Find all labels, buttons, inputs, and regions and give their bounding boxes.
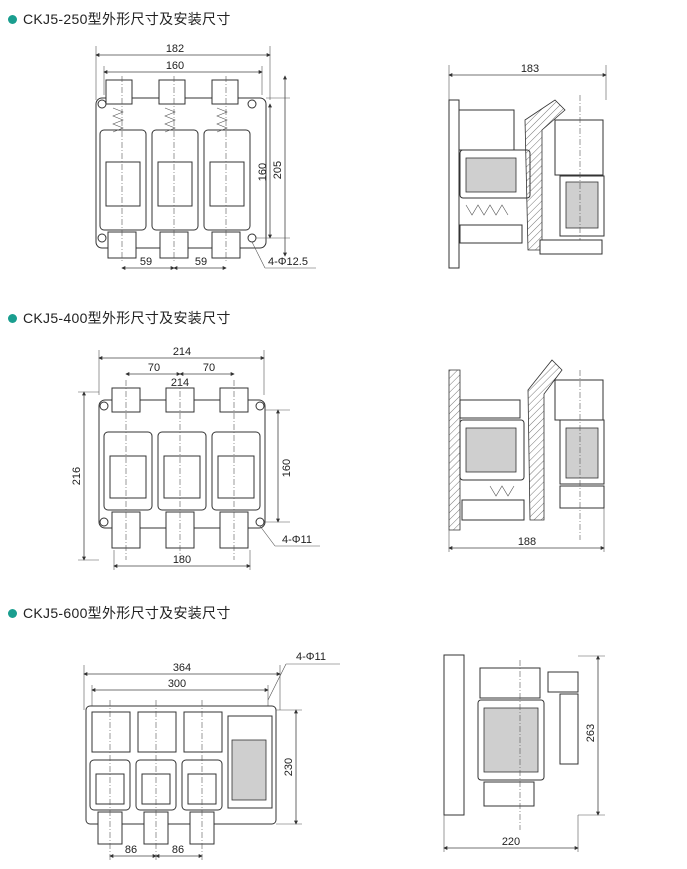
side-view-250: 183 — [448, 63, 607, 269]
side-view-400: 188 — [448, 359, 605, 552]
section-title-600: CKJ5-600型外形尺寸及安装尺寸 — [8, 603, 231, 623]
bullet-icon — [8, 608, 17, 618]
dim-250-height-inner: 160 — [257, 163, 269, 181]
section-title-250: CKJ5-250型外形尺寸及安装尺寸 — [8, 9, 231, 29]
dim-400-pitch-left: 70 — [148, 362, 160, 374]
dim-250-pitch-right: 59 — [195, 256, 207, 268]
dim-250-height-overall: 205 — [272, 161, 284, 179]
bullet-icon — [8, 313, 17, 323]
dim-250-inner-width: 160 — [166, 60, 184, 72]
section-title-250-text: CKJ5-250型外形尺寸及安装尺寸 — [23, 11, 231, 27]
dim-400-height-inner: 160 — [281, 459, 293, 477]
front-view-400: 214 70 70 214 216 160 — [71, 346, 320, 570]
dim-600-holes: 4-Φ11 — [296, 651, 326, 663]
dim-600-side-height: 263 — [585, 724, 597, 742]
dim-600-pitch-left: 86 — [125, 844, 137, 856]
dim-250-overall-width: 182 — [166, 43, 184, 55]
dim-400-pitch-right: 70 — [203, 362, 215, 374]
dim-400-holes: 4-Φ11 — [282, 534, 312, 546]
dim-400-overall-width: 214 — [173, 346, 191, 358]
bullet-icon — [8, 14, 17, 24]
dim-600-pitch-right: 86 — [172, 844, 184, 856]
section-title-400-text: CKJ5-400型外形尺寸及安装尺寸 — [23, 310, 231, 326]
dim-600-overall-width: 364 — [173, 662, 191, 674]
section-title-400: CKJ5-400型外形尺寸及安装尺寸 — [8, 308, 231, 328]
dim-600-side-depth: 220 — [502, 836, 520, 848]
dim-250-side-depth: 183 — [521, 63, 539, 75]
side-view-600: 263 220 — [443, 654, 605, 852]
section-title-600-text: CKJ5-600型外形尺寸及安装尺寸 — [23, 605, 231, 621]
front-view-250: 182 160 — [95, 43, 316, 270]
dim-400-bottom-width: 180 — [173, 554, 191, 566]
front-view-600: 364 300 4-Φ11 230 86 — [83, 651, 340, 862]
dim-600-inner-width: 300 — [168, 678, 186, 690]
dim-250-pitch-left: 59 — [140, 256, 152, 268]
dim-250-holes: 4-Φ12.5 — [268, 256, 308, 268]
dim-400-side-depth: 188 — [518, 536, 536, 548]
dim-400-height-overall: 216 — [71, 467, 83, 485]
dim-600-height-inner: 230 — [283, 758, 295, 776]
